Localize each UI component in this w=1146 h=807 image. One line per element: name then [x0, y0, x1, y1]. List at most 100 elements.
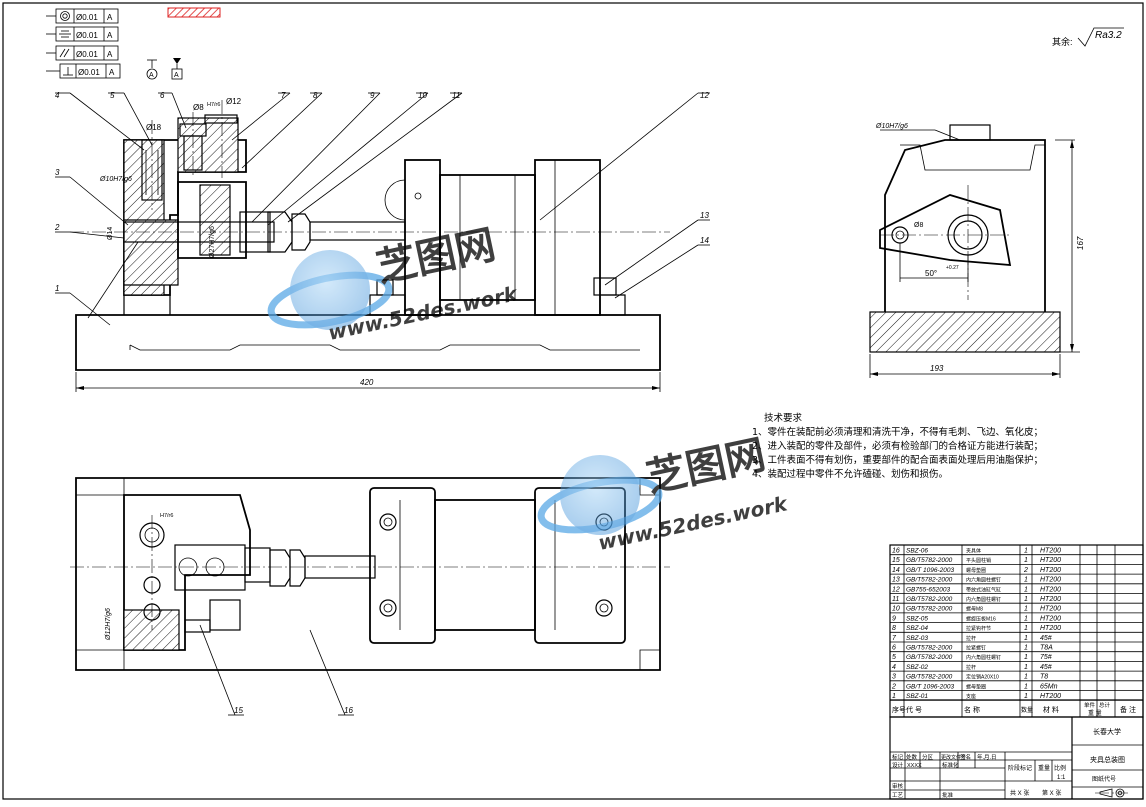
bom-cell-mat: HT200: [1040, 548, 1061, 555]
bom-cell-code: GB/T5782-2000: [906, 596, 953, 603]
balloon-7: 7: [281, 91, 286, 100]
title-stage-label: 阶段标记: [1008, 764, 1032, 772]
dim-side-d8: Ø8: [914, 222, 923, 229]
datum-label-1: A: [149, 72, 154, 79]
datum-label-2: A: [174, 72, 179, 79]
dim-top-fit12: Ø12H7/g6: [105, 608, 112, 641]
bom-cell-name: 内六角圆柱螺钉: [966, 577, 1001, 584]
bom-cell-mat: 45#: [1040, 635, 1052, 642]
gdt-value-1: Ø0.01: [76, 13, 98, 22]
bom-cell-name: 螺母垫圈: [966, 683, 986, 690]
gdt-datum-1: A: [107, 13, 113, 22]
dim-length: 420: [360, 378, 374, 387]
balloon-11: 11: [452, 91, 460, 100]
gdt-frame-parallelism: Ø0.01 A: [46, 45, 119, 61]
bom-cell-no: 11: [892, 596, 899, 603]
bom-cell-mat: T8A: [1040, 645, 1053, 652]
projection-symbol: [1095, 788, 1128, 798]
dim-fit10: Ø10H7/g6: [99, 176, 132, 183]
bom-cell-code: GB/T 1096-2003: [906, 683, 954, 690]
bom-cell-qty: 1: [1024, 596, 1028, 603]
balloon-16: 16: [344, 706, 353, 715]
bom-cell-code: GB755-652003: [906, 586, 950, 593]
gdt-datum-2: A: [107, 31, 113, 40]
notes-line-4: 4、装配过程中零件不允许磕碰、划伤和损伤。: [752, 469, 949, 480]
roughness-prefix: 其余:: [1052, 36, 1073, 47]
bom-cell-no: 9: [892, 615, 896, 622]
layer-swatch: [167, 7, 221, 18]
bom-cell-name: 拉紧螺钉: [966, 645, 986, 652]
bom-cell-code: SBZ-03: [906, 635, 928, 642]
bom-cell-code: GB/T 1096-2003: [906, 567, 954, 574]
bom-cell-mat: T8: [1040, 674, 1048, 681]
bom-cell-no: 6: [892, 645, 896, 652]
balloon-1: 1: [55, 284, 59, 293]
balloon-5: 5: [110, 91, 115, 100]
bom-cell-no: 3: [892, 674, 896, 681]
side-view: 167 193 50° +0.27 Ø8 Ø10H7/g6: [869, 123, 1085, 378]
balloon-15: 15: [234, 706, 243, 715]
balloon-6: 6: [160, 91, 165, 100]
bom-cell-qty: 1: [1024, 635, 1028, 642]
notes-line-2: 2、进入装配的零件及部件，必须有检验部门的合格证方能进行装配；: [752, 441, 1044, 452]
bom-cell-name: 螺母M8: [966, 606, 983, 613]
bom-cell-no: 7: [892, 635, 897, 642]
bom-cell-no: 8: [892, 625, 896, 632]
bom-cell-name: 螺母垫圈: [966, 567, 986, 574]
bom-cell-name: 支座: [966, 693, 976, 700]
bom-cell-qty: 1: [1024, 664, 1028, 671]
balloon-2: 2: [54, 223, 60, 232]
bom-cell-code: SBZ-06: [906, 548, 928, 555]
bom-cell-qty: 1: [1024, 557, 1028, 564]
bom-cell-name: 带放式油缸气缸: [966, 586, 1001, 593]
bom-cell-mat: HT200: [1040, 615, 1061, 622]
roughness-note: 其余: Ra3.2: [1052, 27, 1124, 47]
title-sign: 签名: [960, 753, 971, 761]
bom-cell-mat: HT200: [1040, 586, 1061, 593]
balloon-10: 10: [418, 91, 427, 100]
bom-cell-no: 14: [892, 567, 900, 574]
bom-header-total-weight: 总计: [1099, 701, 1111, 709]
bom-cell-qty: 1: [1024, 693, 1028, 700]
bom-header-no: 序号: [892, 705, 906, 714]
roughness-value: Ra3.2: [1095, 30, 1122, 41]
bom-cell-code: GB/T5782-2000: [906, 557, 953, 564]
balloon-3: 3: [55, 168, 60, 177]
bom-cell-no: 16: [892, 548, 900, 555]
dim-d12: Ø12: [226, 97, 242, 106]
technical-notes: 技术要求 1、零件在装配前必须清理和清洗干净，不得有毛刺、飞边、氧化皮； 2、进…: [752, 412, 1043, 482]
bom-cell-mat: HT200: [1040, 625, 1061, 632]
title-std: 标准化: [942, 761, 959, 769]
bom-cell-code: GB/T5782-2000: [906, 577, 953, 584]
front-view: 4 5 6 7 8 9 10 11 12 13 14 3 2 1 Ø18 Ø8 …: [54, 91, 710, 392]
bom-cell-mat: HT200: [1040, 606, 1061, 613]
bom-cell-qty: 1: [1024, 645, 1028, 652]
title-scale: 1:1: [1057, 775, 1066, 781]
bom-cell-name: 拉杆: [966, 664, 976, 671]
bom-cell-qty: 1: [1024, 586, 1028, 593]
title-design: 设计: [892, 761, 904, 769]
bom-header-name: 名 称: [964, 705, 980, 714]
datum-symbol-1: A: [146, 59, 158, 80]
title-approve: 批准: [942, 791, 954, 799]
bom-cell-code: SBZ-01: [906, 693, 928, 700]
bom-cell-name: 拉杆: [966, 635, 976, 642]
watermark-brand-2: 芝图网: [643, 432, 770, 502]
bom-cell-mat: HT200: [1040, 567, 1061, 574]
bom-header-remark: 备 注: [1120, 705, 1136, 714]
bom-cell-code: GB/T5782-2000: [906, 606, 953, 613]
gdt-frame-concentricity: Ø0.01 A: [46, 8, 119, 24]
title-weight-label: 重量: [1038, 764, 1050, 772]
bom-cell-mat: HT200: [1040, 557, 1061, 564]
bom-header-weight: 重 量: [1088, 709, 1102, 717]
bom-header-qty: 数量: [1021, 706, 1033, 714]
bom-cell-no: 13: [892, 577, 900, 584]
title-zone: 分区: [922, 753, 934, 761]
bom-cell-no: 10: [892, 606, 900, 613]
gdt-value-2: Ø0.01: [76, 31, 98, 40]
bom-cell-no: 2: [891, 683, 896, 690]
title-process: 工艺: [892, 792, 904, 799]
